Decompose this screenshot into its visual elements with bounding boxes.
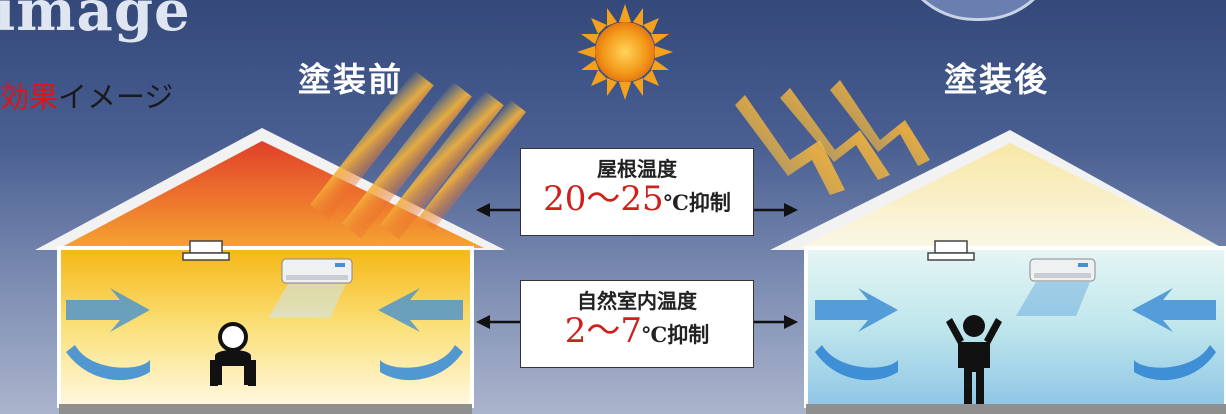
label-after-painting: 塗装後	[944, 60, 1049, 99]
room-hot	[57, 246, 474, 408]
subtitle-highlight: 効果	[0, 80, 59, 114]
roof-temperature-value-line: 20～25℃抑制	[521, 181, 753, 223]
room-temperature-unit: ℃抑制	[642, 322, 710, 347]
air-conditioner-icon	[268, 258, 353, 318]
roof-temperature-unit: ℃抑制	[663, 190, 731, 215]
subtitle-rest: イメージ	[58, 80, 174, 114]
air-conditioner-icon	[1016, 258, 1096, 316]
sun-icon	[577, 4, 673, 100]
person-hot-icon	[210, 322, 256, 386]
roof-temperature-value: 20～25	[543, 179, 664, 219]
roof-cool	[800, 143, 1222, 248]
airflow-arrow-icon	[66, 288, 463, 381]
room-temperature-title: 自然室内温度	[577, 289, 697, 313]
sun-rays-hot	[310, 70, 527, 240]
double-arrow-icon	[476, 203, 798, 329]
roof-temperature-title: 屋根温度	[597, 157, 677, 181]
sun-rays-reflected	[735, 80, 930, 195]
label-before-painting: 塗装前	[298, 60, 403, 99]
header-title: image	[0, 0, 191, 44]
roof-hot	[60, 141, 484, 248]
room-temperature-value: 2～7	[564, 311, 643, 351]
airflow-arrow-icon	[815, 288, 1216, 381]
room-cool	[804, 246, 1226, 408]
ceiling-light-icon	[182, 240, 230, 261]
ceiling-light-icon	[927, 240, 975, 261]
person-cool-icon	[946, 315, 1002, 404]
room-temperature-box: 自然室内温度 2～7℃抑制	[520, 280, 754, 368]
room-temperature-value-line: 2～7℃抑制	[521, 313, 753, 355]
header-subtitle: 効果イメージ	[0, 74, 173, 116]
roof-temperature-box: 屋根温度 20～25℃抑制	[520, 148, 754, 236]
house-after	[770, 130, 1226, 414]
